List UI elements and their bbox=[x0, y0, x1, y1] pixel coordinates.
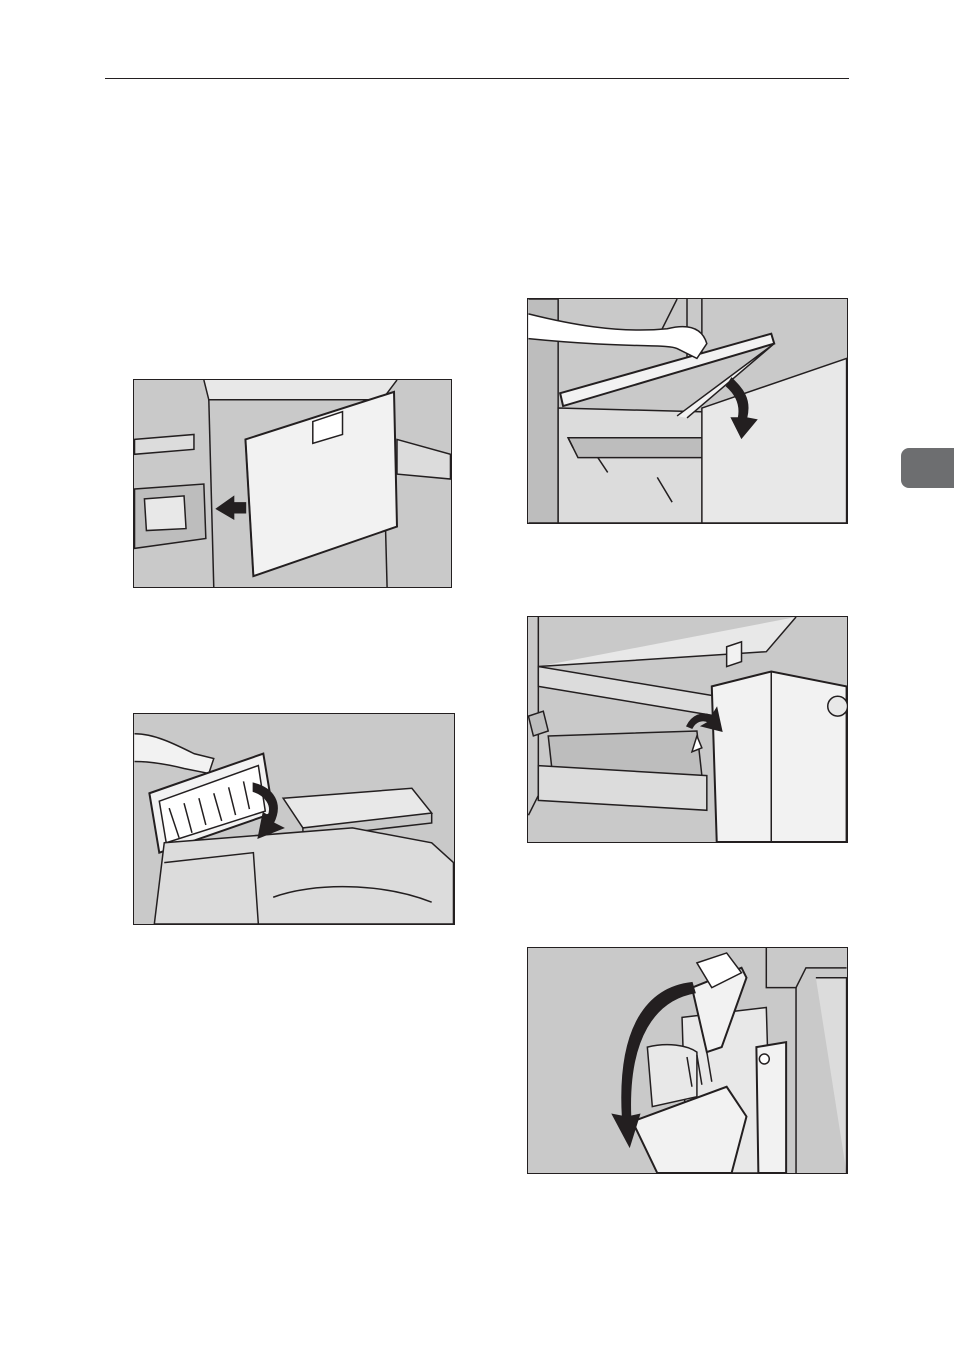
header-rule bbox=[105, 78, 849, 79]
chapter-tab bbox=[901, 448, 954, 488]
adf-cover-close-figure bbox=[133, 713, 455, 925]
side-cover-lower-figure bbox=[527, 298, 848, 524]
guide-plate-return-figure bbox=[527, 947, 848, 1174]
lever-turn-icon bbox=[528, 617, 847, 842]
front-cover-open-figure bbox=[133, 379, 452, 588]
front-cover-open-icon bbox=[134, 380, 451, 587]
side-cover-lower-icon bbox=[528, 299, 847, 523]
guide-plate-return-icon bbox=[528, 948, 847, 1173]
lever-turn-figure bbox=[527, 616, 848, 843]
adf-cover-close-icon bbox=[134, 714, 454, 924]
